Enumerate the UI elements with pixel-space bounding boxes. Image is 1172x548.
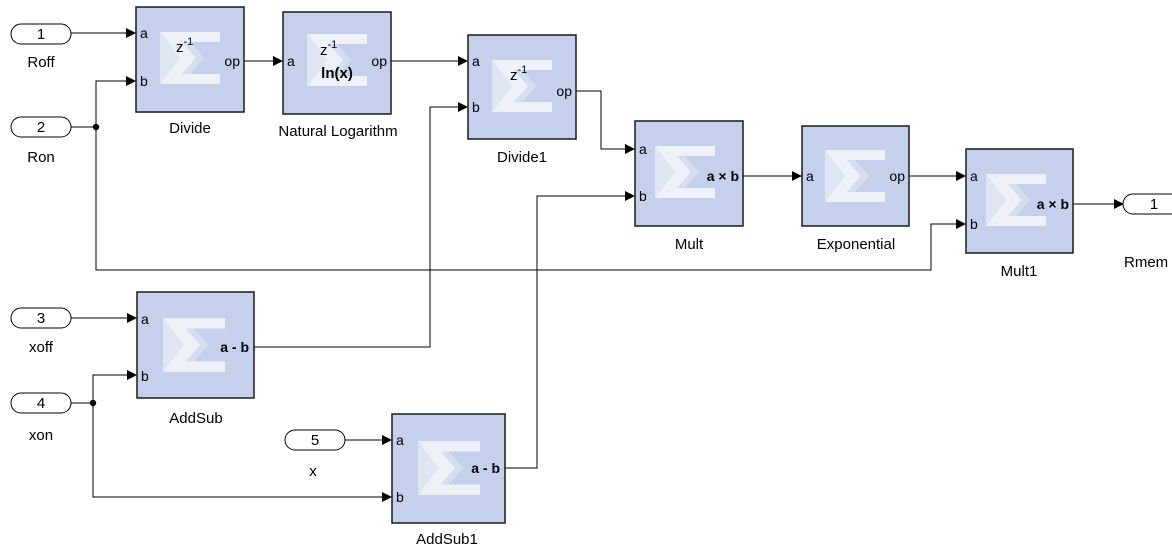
junction-ron [92,123,100,131]
wire-xon-to-addsub-b [92,370,137,403]
wire-ron-to-divide-b [95,76,136,127]
divide-port-op: op [224,53,240,69]
addsub1-name: AddSub1 [416,531,478,548]
divide-port-a: a [140,25,148,41]
block-mult[interactable]: a b a × b Mult [634,120,744,253]
inport-5[interactable]: 5 x [284,429,346,480]
block-divide1[interactable]: a b op z-1 Divide1 [467,34,577,166]
mult-name: Mult [675,236,704,253]
ln-expr: ln(x) [321,65,353,82]
wire-addsub-to-divide1-b [254,102,468,348]
exp-port-op: op [889,168,905,184]
addsub-expr: a - b [220,339,249,355]
inport-4-number: 4 [37,395,45,412]
wires [71,28,1124,502]
outport-1-label: Rmem [1124,254,1168,271]
inport-1[interactable]: 1 Roff [10,23,72,71]
mult-expr: a × b [707,168,739,184]
addsub1-port-a: a [396,432,404,448]
wire-ron-to-mult1-b [95,127,966,271]
divide-port-b: b [140,73,148,89]
addsub1-port-b: b [396,489,404,505]
addsub-port-b: b [141,368,149,384]
ln-port-op: op [371,53,387,69]
wire-addsub1-to-mult-b [505,191,635,469]
block-divide[interactable]: a b op z-1 Divide [135,6,245,137]
mult-port-a: a [639,141,647,157]
inport-2-label: Ron [27,149,55,166]
mult1-port-b: b [970,216,978,232]
inport-4-label: xon [29,427,53,444]
addsub-name: AddSub [169,410,222,427]
junction-xon [89,399,97,407]
ln-port-a: a [287,53,295,69]
block-addsub1[interactable]: a b a - b AddSub1 [391,413,506,548]
inport-1-number: 1 [37,26,45,43]
wire-divide1-to-mult-a [576,90,635,154]
addsub-port-a: a [141,311,149,327]
inport-5-label: x [309,463,317,480]
divide-name: Divide [169,120,211,137]
block-exponential[interactable]: a op Exponential [801,125,910,253]
divide1-port-b: b [472,99,480,115]
exp-port-a: a [806,168,814,184]
mult1-name: Mult1 [1001,263,1038,280]
inport-2[interactable]: 2 Ron [10,116,72,166]
exp-name: Exponential [817,236,895,253]
inport-1-label: Roff [27,54,55,71]
divide1-port-a: a [472,53,480,69]
mult-port-b: b [639,188,647,204]
inport-3-label: xoff [29,339,54,356]
wire-xon-to-addsub1-b [92,403,392,502]
block-mult1[interactable]: a b a × b Mult1 [965,148,1074,280]
inport-4[interactable]: 4 xon [10,392,72,444]
block-natural-logarithm[interactable]: a op z-1 ln(x) Natural Logarithm [278,11,398,140]
inport-3[interactable]: 3 xoff [10,307,72,356]
ln-name: Natural Logarithm [278,123,397,140]
mult1-port-a: a [970,168,978,184]
divide1-port-op: op [556,83,572,99]
outport-1-number: 1 [1150,196,1158,213]
outport-1[interactable]: 1 Rmem [1122,193,1172,271]
inport-3-number: 3 [37,310,45,327]
divide1-name: Divide1 [497,149,547,166]
block-addsub[interactable]: a b a - b AddSub [136,291,255,427]
addsub1-expr: a - b [471,460,500,476]
inport-2-number: 2 [37,119,45,136]
inport-5-number: 5 [311,432,319,449]
mult1-expr: a × b [1037,196,1069,212]
